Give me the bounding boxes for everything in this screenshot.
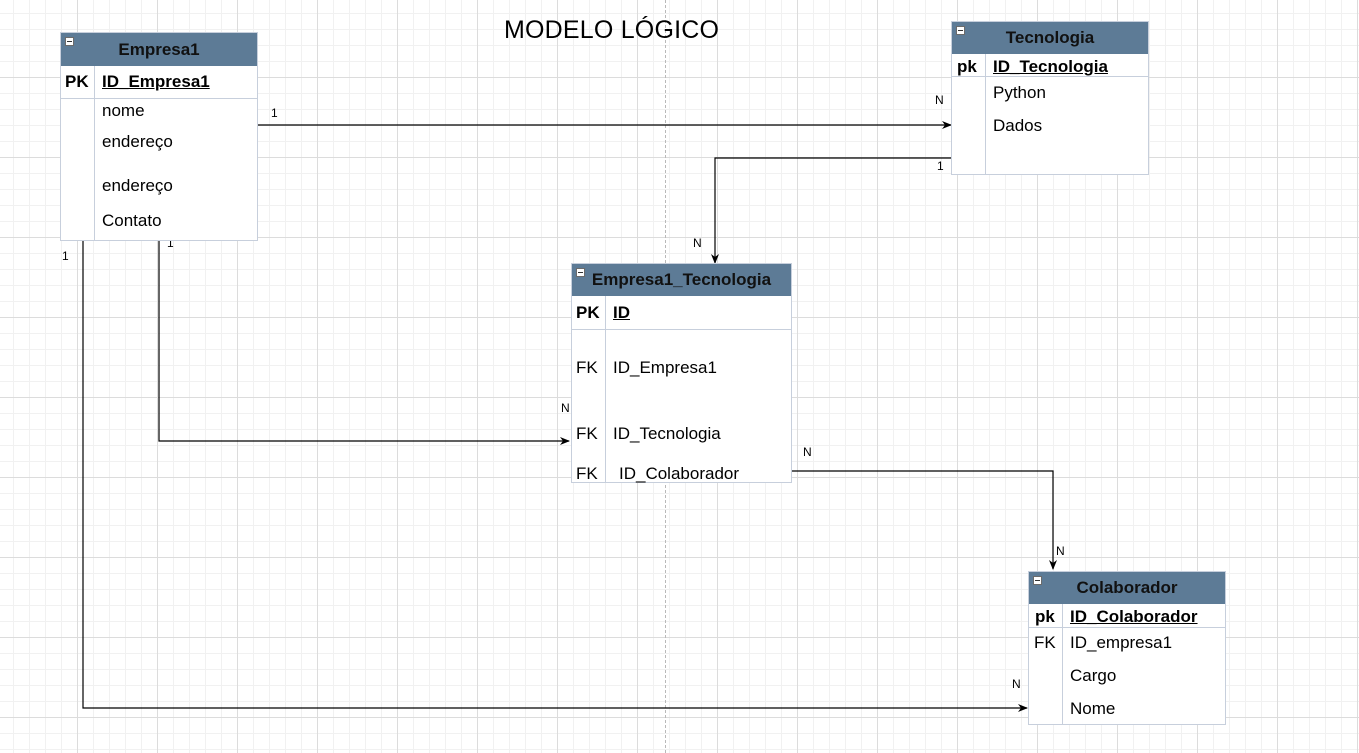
connector-tecnologia-empresa1-tecnologia[interactable]: [711, 157, 951, 264]
field-row[interactable]: endereço: [102, 176, 173, 195]
field-row[interactable]: Dados: [993, 116, 1043, 135]
field-row[interactable]: nome: [102, 101, 145, 120]
cardinality-label: N: [803, 445, 812, 459]
divider: [572, 329, 791, 330]
connector-empresa1-empresa1-tecnologia[interactable]: [158, 240, 570, 445]
fk-label: FK: [576, 424, 598, 443]
table-header[interactable]: Tecnologia: [952, 22, 1148, 54]
key-type: PK: [576, 303, 600, 322]
cardinality-label: 1: [62, 249, 69, 263]
divider: [1029, 627, 1225, 628]
cardinality-label: 1: [271, 106, 278, 120]
table-name: Colaborador: [1076, 578, 1178, 597]
table-empresa1-tecnologia[interactable]: Empresa1_Tecnologia PK ID FK ID_Empresa1…: [571, 263, 792, 483]
cardinality-label: N: [1012, 677, 1021, 691]
table-name: Tecnologia: [1005, 28, 1095, 47]
collapse-icon[interactable]: [1033, 576, 1042, 585]
primary-key-field[interactable]: ID: [613, 303, 630, 322]
primary-key-field[interactable]: ID_Tecnologia: [993, 57, 1108, 76]
key-type: pk: [957, 57, 977, 76]
connector-empresa1-colaborador[interactable]: [82, 240, 1028, 712]
field-row[interactable]: ID_Colaborador: [619, 464, 740, 483]
fk-label: FK: [576, 464, 598, 483]
fk-label: FK: [1034, 633, 1056, 652]
primary-key-field[interactable]: ID_Colaborador: [1070, 607, 1198, 626]
collapse-icon[interactable]: [65, 37, 74, 46]
cardinality-label: N: [561, 401, 570, 415]
divider: [952, 76, 1148, 77]
key-type: PK: [65, 72, 89, 91]
field-row[interactable]: ID_Empresa1: [613, 358, 717, 377]
table-colaborador[interactable]: Colaborador pk ID_Colaborador FK ID_empr…: [1028, 571, 1226, 725]
cardinality-label: N: [935, 93, 944, 107]
field-row[interactable]: Nome: [1070, 699, 1116, 718]
divider: [94, 66, 95, 240]
table-header[interactable]: Empresa1_Tecnologia: [572, 264, 791, 296]
divider: [1062, 604, 1063, 724]
field-row[interactable]: Python: [993, 83, 1046, 102]
field-row[interactable]: endereço: [102, 132, 173, 151]
divider: [61, 98, 257, 99]
diagram-title: MODELO LÓGICO: [504, 16, 720, 44]
primary-key-field[interactable]: ID_Empresa1: [102, 72, 210, 91]
field-row[interactable]: ID_Tecnologia: [613, 424, 721, 443]
collapse-icon[interactable]: [956, 26, 965, 35]
divider: [985, 54, 986, 174]
key-type: pk: [1035, 607, 1055, 626]
cardinality-label: N: [693, 236, 702, 250]
cardinality-label: 1: [937, 159, 944, 173]
table-tecnologia[interactable]: Tecnologia pk ID_Tecnologia Python Dados: [951, 21, 1149, 175]
cardinality-label: N: [1056, 544, 1065, 558]
field-row[interactable]: Contato: [102, 211, 162, 230]
table-header[interactable]: Empresa1: [61, 33, 257, 66]
cardinality-label: 1: [167, 236, 174, 250]
field-row[interactable]: ID_empresa1: [1070, 633, 1173, 652]
table-header[interactable]: Colaborador: [1029, 572, 1225, 604]
connector-empresa1-tecnologia-colaborador[interactable]: [792, 470, 1057, 570]
collapse-icon[interactable]: [576, 268, 585, 277]
fk-label: FK: [576, 358, 598, 377]
table-name: Empresa1: [118, 39, 200, 59]
table-empresa1[interactable]: Empresa1 PK ID_Empresa1 nome endereço en…: [60, 32, 258, 241]
field-row[interactable]: Cargo: [1070, 666, 1117, 685]
divider: [605, 296, 606, 482]
table-name: Empresa1_Tecnologia: [591, 270, 772, 289]
